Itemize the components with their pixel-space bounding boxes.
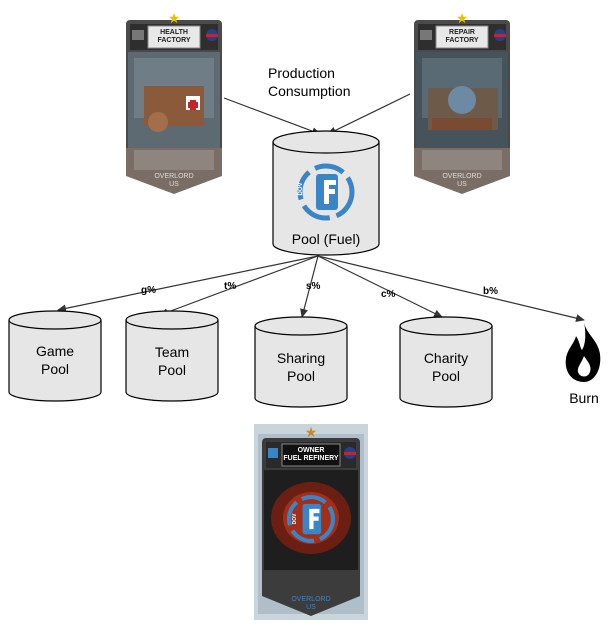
arrow-pool-to-sharing <box>300 255 319 318</box>
game-pool-label-line1: Game <box>35 343 75 359</box>
production-label: Production <box>268 65 335 81</box>
sharing-pool-shape <box>254 316 348 408</box>
charity-pool-label-line1: Charity <box>423 350 469 366</box>
repair-card-title-line2: FACTORY <box>445 37 479 44</box>
team-pool-label-line1: Team <box>154 344 190 360</box>
sharing-percentage-label: s% <box>306 281 321 292</box>
game-pool-label: Game Pool <box>8 342 102 378</box>
repair-card-footer: OVERLORD US <box>412 173 512 189</box>
sharing-pool-label-line2: Pool <box>286 368 316 384</box>
team-pool-shape <box>125 310 219 402</box>
burn-percentage-label: b% <box>483 286 498 297</box>
arrow-pool-to-charity <box>317 255 443 318</box>
flame-icon <box>565 322 601 382</box>
sharing-pool-cylinder: Sharing Pool <box>254 316 348 408</box>
star-icon: ★ <box>304 424 318 440</box>
fuel-card-footer: OVERLORD US <box>254 596 368 612</box>
health-card-title-line1: HEALTH <box>160 29 188 36</box>
production-consumption-label: Production Consumption <box>268 64 358 100</box>
game-percentage-label: g% <box>141 285 156 296</box>
fuel-refinery-card: ★ OWNER FUEL REFINERY DOV OVERLORD US <box>254 424 368 620</box>
burn-label: Burn <box>569 390 599 406</box>
dov-fuel-logo-icon <box>297 163 355 221</box>
fuel-card-title-line2: FUEL REFINERY <box>283 455 339 462</box>
fuel-card-title: OWNER FUEL REFINERY <box>282 447 340 463</box>
game-pool-cylinder: Game Pool <box>8 310 102 402</box>
star-icon: ★ <box>167 10 181 26</box>
repair-factory-card-art <box>414 20 510 194</box>
repair-card-title: REPAIR FACTORY <box>436 29 488 45</box>
burn-node: Burn <box>556 320 612 410</box>
repair-factory-card: ★ REPAIR FACTORY OVERLORD US <box>412 8 512 196</box>
charity-pool-cylinder: Charity Pool <box>399 316 493 408</box>
game-pool-label-line2: Pool <box>40 361 70 377</box>
arrow-pool-to-burn <box>317 255 585 323</box>
fuel-card-logo-text: DOV <box>292 513 298 525</box>
health-card-footer-line2: US <box>169 181 179 188</box>
arrow-pool-to-team <box>159 255 319 316</box>
dov-fuel-logo-icon <box>286 494 336 544</box>
health-card-footer: OVERLORD US <box>124 173 224 189</box>
charity-pool-label-line2: Pool <box>431 368 461 384</box>
repair-card-footer-line1: OVERLORD <box>442 173 482 180</box>
game-pool-shape <box>8 310 102 402</box>
fuel-card-title-line1: OWNER <box>297 447 325 454</box>
repair-card-title-line1: REPAIR <box>449 29 475 36</box>
fuel-pool-cylinder: DOV Pool (Fuel) <box>272 130 380 256</box>
fuel-card-footer-line1: OVERLORD <box>291 596 331 603</box>
arrow-health-to-pool <box>223 97 321 135</box>
team-pool-label: Team Pool <box>125 343 219 379</box>
consumption-label: Consumption <box>268 83 351 99</box>
team-pool-label-line2: Pool <box>157 362 187 378</box>
dov-logo-text: DOV <box>298 182 304 196</box>
arrow-pool-to-game <box>57 255 319 313</box>
health-factory-card-art <box>126 20 222 194</box>
health-factory-card: ★ HEALTH FACTORY OVERLORD US <box>124 8 224 196</box>
charity-percentage-label: c% <box>381 289 396 300</box>
repair-card-footer-line2: US <box>457 181 467 188</box>
health-card-title-line2: FACTORY <box>157 37 191 44</box>
team-pool-cylinder: Team Pool <box>125 310 219 402</box>
star-icon: ★ <box>455 10 469 26</box>
sharing-pool-label: Sharing Pool <box>254 349 348 385</box>
charity-pool-label: Charity Pool <box>399 349 493 385</box>
fuel-pool-label: Pool (Fuel) <box>291 231 361 247</box>
health-card-footer-line1: OVERLORD <box>154 173 194 180</box>
team-percentage-label: t% <box>224 281 237 292</box>
fuel-card-footer-line2: US <box>306 604 316 611</box>
charity-pool-shape <box>399 316 493 408</box>
sharing-pool-label-line1: Sharing <box>276 350 326 366</box>
arrow-repair-to-pool <box>327 93 411 135</box>
health-card-title: HEALTH FACTORY <box>148 29 200 45</box>
